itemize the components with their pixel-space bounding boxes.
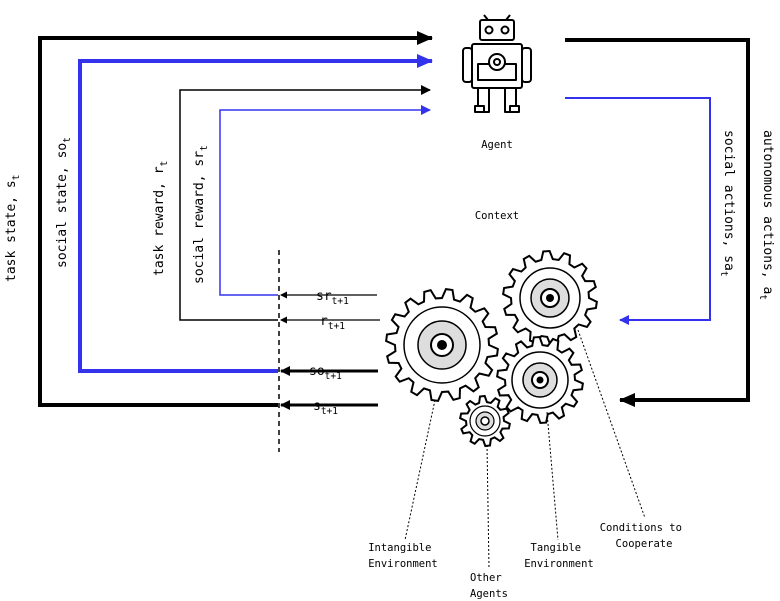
social-state-loop bbox=[78, 54, 433, 373]
tangible-leader bbox=[546, 411, 559, 541]
gear-icon-tangible bbox=[496, 335, 584, 425]
agent-label: Agent bbox=[481, 139, 513, 151]
gear-icon-intangible bbox=[385, 288, 499, 402]
task-state-label: task state, st bbox=[4, 175, 22, 282]
task-reward-loop bbox=[179, 85, 431, 321]
social-reward-label: social reward, srt bbox=[192, 145, 210, 284]
robot-icon bbox=[462, 14, 532, 113]
gear-icon-cooperate bbox=[502, 249, 598, 347]
social-actions-arrow bbox=[565, 97, 711, 325]
r-next-label: rt+1 bbox=[320, 314, 345, 332]
other-agents-caption: Other Agents bbox=[470, 572, 508, 600]
cooperate-leader bbox=[577, 329, 646, 519]
task-state-loop bbox=[38, 31, 433, 407]
s-next-label: st+1 bbox=[313, 399, 338, 417]
intangible-leader bbox=[404, 399, 436, 541]
social-state-label: social state, sot bbox=[55, 137, 73, 268]
tangible-caption: Tangible Environment bbox=[524, 542, 594, 570]
intangible-caption: Intangible Environment bbox=[368, 542, 438, 570]
gear-icon-other-agents bbox=[459, 394, 511, 448]
context-label: Context bbox=[475, 210, 519, 222]
social-actions-label: social actions, sat bbox=[718, 130, 736, 277]
task-reward-label: task reward, rt bbox=[152, 161, 170, 276]
cooperate-caption: Conditions to Cooperate bbox=[600, 522, 689, 550]
autonomous-actions-label: autonomous actions, at bbox=[757, 130, 775, 300]
so-next-label: sot+1 bbox=[309, 364, 342, 382]
social-reward-loop bbox=[219, 105, 431, 296]
other-agents-leader bbox=[486, 444, 490, 569]
sr-next-label: srt+1 bbox=[316, 289, 349, 307]
autonomous-actions-arrow bbox=[565, 38, 750, 407]
